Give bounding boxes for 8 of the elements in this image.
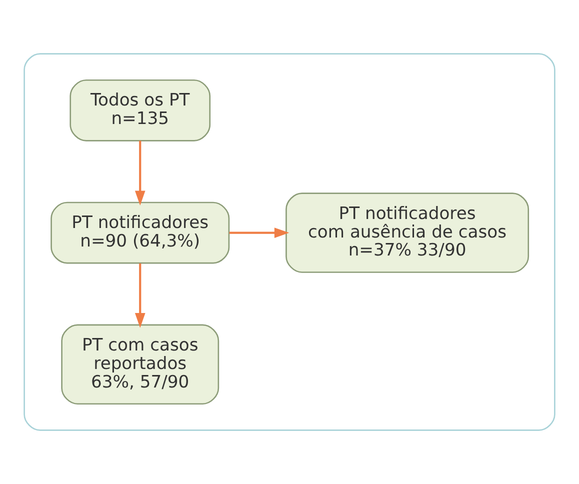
node-box: PT com casos reportados 63%, 57/90 bbox=[61, 324, 220, 405]
node-box: Todos os PT n=135 bbox=[70, 79, 211, 142]
arrow bbox=[134, 263, 146, 328]
cluster bbox=[24, 53, 556, 431]
arrow bbox=[229, 228, 290, 238]
node-box: PT notificadores n=90 (64,3%) bbox=[50, 202, 230, 264]
node-box: PT notificadores com ausência de casos n=37% 33/90 bbox=[286, 192, 530, 273]
arrow bbox=[134, 140, 146, 206]
